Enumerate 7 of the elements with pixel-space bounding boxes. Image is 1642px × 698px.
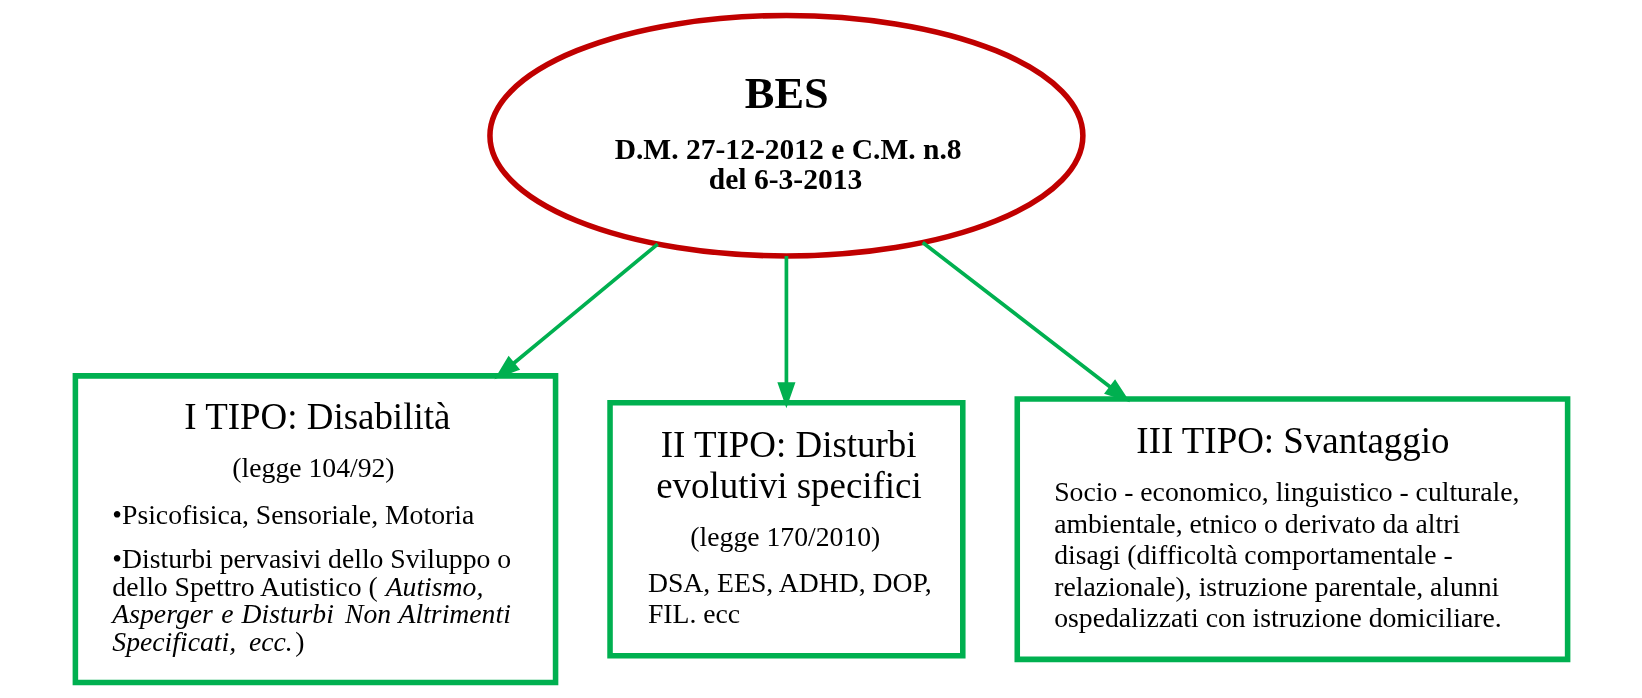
node-ellipse: BES D.M. 27-12-2012 e C.M. n.8 del 6-3-2013 [486, 12, 1086, 259]
node-box: I TIPO: Disabilità (legge 104/92) •Psicofisica, Sensoriale, Motoria •Disturbi pervasivi dello Sviluppo o dello Spettro Autistico (Autismo, Asperger e Disturbi Non Altrimenti Specificati, ecc.) [72, 373, 558, 686]
node-box: II TIPO: Disturbi evolutivi specifici (legge 170/2010) DSA, EES, ADHD, DOP, FIL. ecc [606, 399, 966, 659]
node-box: III TIPO: Svantaggio Socio - economico, linguistico - culturale, ambientale, etnico o derivato da altri disagi (difficoltà comportamentale - relazionale), istruzione parentale, alunni ospedalizzati con istruzione domiciliare. [1014, 396, 1570, 663]
arrow [493, 242, 659, 380]
arrow [921, 241, 1130, 403]
arrow [776, 256, 795, 409]
